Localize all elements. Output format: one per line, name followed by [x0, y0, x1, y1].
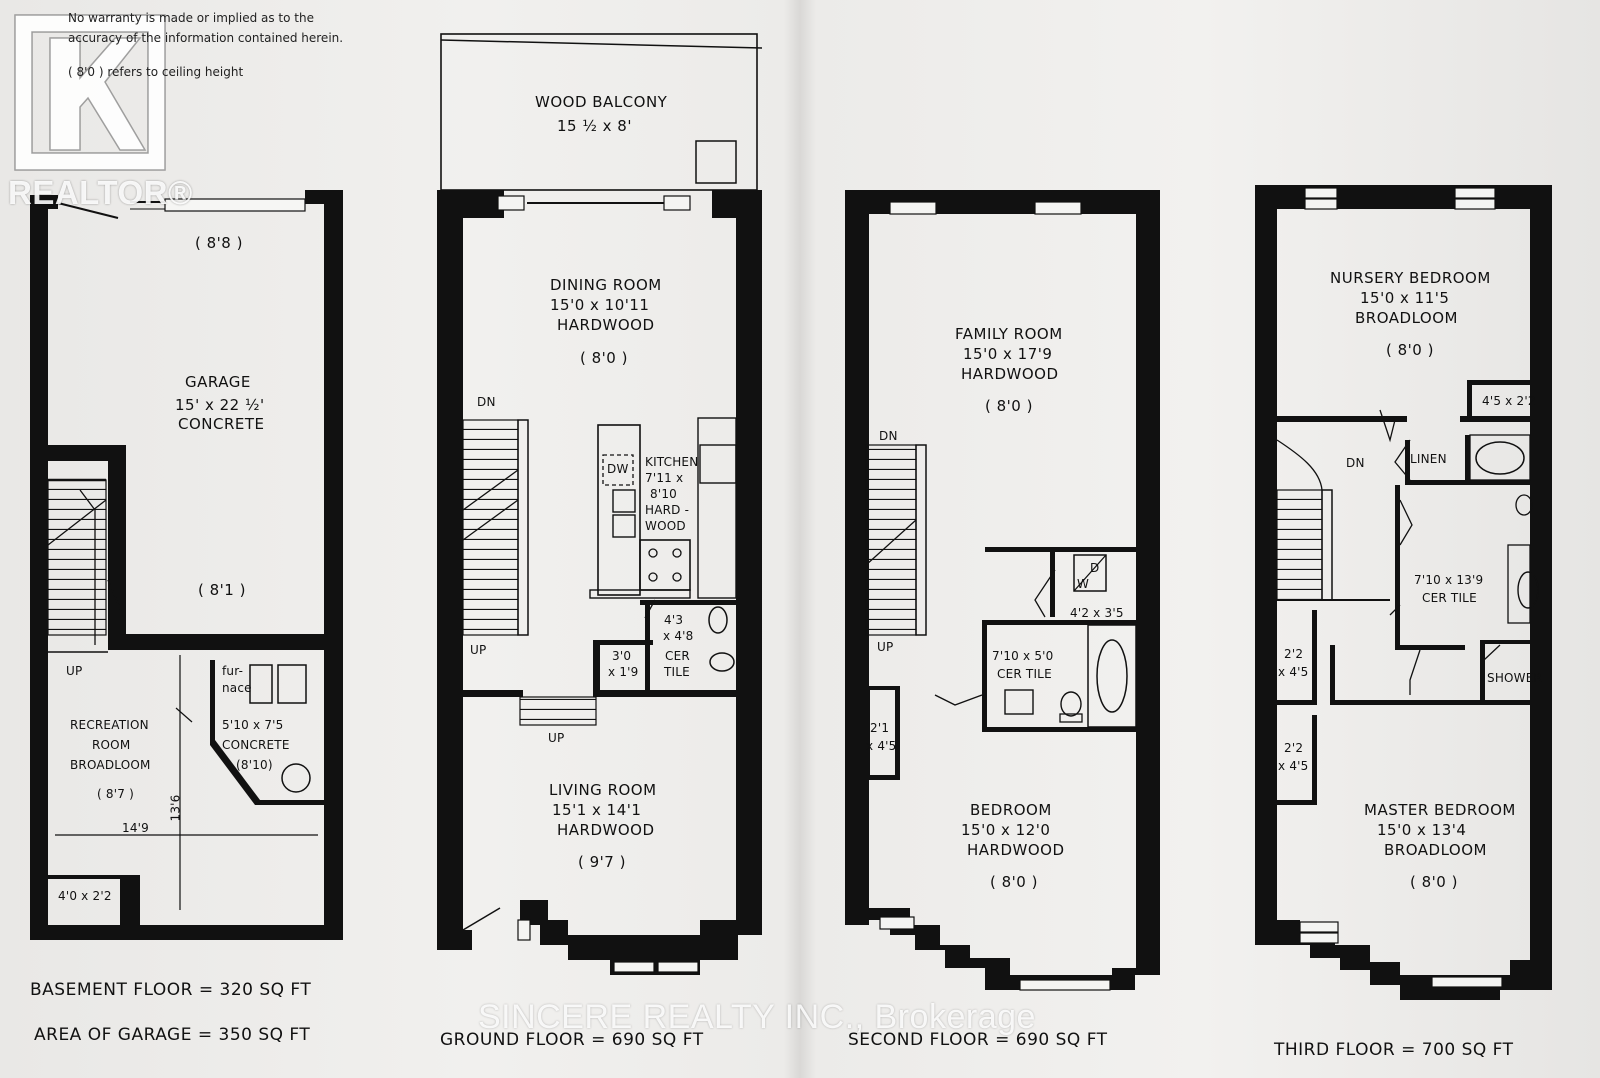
second-closet-size-1: 2'1	[870, 721, 890, 735]
third-floor-area: THIRD FLOOR = 700 SQ FT	[1274, 1040, 1514, 1060]
nursery-ceiling: ( 8'0 )	[1386, 341, 1434, 359]
ground-stairs-up: UP	[470, 643, 487, 657]
furnace-name: fur-	[222, 664, 244, 678]
kitchen-finish-2: WOOD	[645, 519, 686, 533]
powder-finish-2: TILE	[664, 665, 690, 679]
dryer-label: D	[1090, 561, 1100, 575]
dishwasher-label: DW	[607, 462, 629, 476]
furnace-finish: CONCRETE	[222, 738, 290, 752]
garage-area: AREA OF GARAGE = 350 SQ FT	[34, 1025, 311, 1045]
realtor-logo-icon	[14, 14, 166, 171]
third-closet2-size-2: x 4'5	[1278, 665, 1309, 679]
garage-finish: CONCRETE	[178, 415, 265, 433]
ground-floor-area: GROUND FLOOR = 690 SQ FT	[440, 1030, 704, 1050]
second-floor-area: SECOND FLOOR = 690 SQ FT	[848, 1030, 1108, 1050]
third-bath-finish: CER TILE	[1422, 591, 1477, 605]
ceiling-height-note: ( 8'0 ) refers to ceiling height	[68, 65, 244, 79]
rec-room-name: RECREATION	[70, 718, 149, 732]
realtor-logo-text: REALTOR®	[8, 174, 193, 211]
family-name: FAMILY ROOM	[955, 325, 1063, 343]
rec-room-ceiling: ( 8'7 )	[97, 787, 134, 801]
second-bath-finish: CER TILE	[997, 667, 1052, 681]
basement-area: BASEMENT FLOOR = 320 SQ FT	[30, 980, 312, 1000]
master-finish: BROADLOOM	[1384, 841, 1487, 859]
kitchen-size-1: 7'11 x	[645, 471, 684, 485]
powder-size-2: x 4'8	[663, 629, 694, 643]
rec-room-width: 14'9	[122, 821, 150, 835]
third-bath-size: 7'10 x 13'9	[1414, 573, 1484, 587]
bedroom-name: BEDROOM	[970, 801, 1052, 819]
washer-label: W	[1077, 577, 1090, 591]
second-closet-size-2: x 4'5	[866, 739, 897, 753]
basement-plan	[30, 190, 343, 940]
garage-name: GARAGE	[185, 373, 251, 391]
nursery-name: NURSERY BEDROOM	[1330, 269, 1491, 287]
second-stairs-up: UP	[877, 640, 894, 654]
furnace-name2: nace	[222, 681, 252, 695]
master-ceiling: ( 8'0 )	[1410, 873, 1458, 891]
master-size: 15'0 x 13'4	[1377, 821, 1467, 839]
nursery-size: 15'0 x 11'5	[1360, 289, 1450, 307]
powder-size-1: 4'3	[664, 613, 684, 627]
furnace-ceiling: (8'10)	[236, 758, 273, 772]
laundry-size: 4'2 x 3'5	[1070, 606, 1124, 620]
rec-room-length: 13'6	[168, 794, 183, 822]
bedroom-finish: HARDWOOD	[967, 841, 1065, 859]
bedroom-size: 15'0 x 12'0	[961, 821, 1051, 839]
rec-room-finish: BROADLOOM	[70, 758, 151, 772]
third-stairs-dn: DN	[1346, 456, 1365, 470]
ground-closet-size-1: 3'0	[612, 649, 632, 663]
second-stairs-dn: DN	[879, 429, 898, 443]
kitchen-name: KITCHEN	[645, 455, 699, 469]
furnace-size: 5'10 x 7'5	[222, 718, 284, 732]
basement-stairs-up: UP	[66, 664, 83, 678]
warranty-note-line2: accuracy of the information contained he…	[68, 31, 344, 45]
nursery-closet-size: 4'5 x 2'2	[1482, 394, 1536, 408]
linen-label: LINEN	[1410, 452, 1447, 466]
nursery-finish: BROADLOOM	[1355, 309, 1458, 327]
brokerage-watermark: SINCERE REALTY INC., Brokerage	[478, 998, 1036, 1036]
balcony-name: WOOD BALCONY	[535, 93, 668, 111]
third-closet2-size-1: 2'2	[1284, 647, 1304, 661]
warranty-note-line1: No warranty is made or implied as to the	[68, 11, 314, 25]
dining-name: DINING ROOM	[550, 276, 662, 294]
ground-closet-size-2: x 1'9	[608, 665, 639, 679]
second-floor-walls	[845, 190, 1160, 990]
shower-label: SHOWER	[1487, 671, 1543, 685]
living-size: 15'1 x 14'1	[552, 801, 642, 819]
basement-closet-size: 4'0 x 2'2	[58, 889, 112, 903]
living-name: LIVING ROOM	[549, 781, 657, 799]
garage-ceiling-top: ( 8'8 )	[195, 234, 243, 252]
dining-finish: HARDWOOD	[557, 316, 655, 334]
bedroom-ceiling: ( 8'0 )	[990, 873, 1038, 891]
garage-size: 15' x 22 ½'	[175, 396, 265, 414]
ground-floor-walls	[437, 190, 762, 975]
family-finish: HARDWOOD	[961, 365, 1059, 383]
family-ceiling: ( 8'0 )	[985, 397, 1033, 415]
second-bath-size: 7'10 x 5'0	[992, 649, 1054, 663]
balcony-size: 15 ½ x 8'	[557, 117, 632, 135]
garage-ceiling-bottom: ( 8'1 )	[198, 581, 246, 599]
kitchen-finish-1: HARD -	[645, 503, 690, 517]
dining-size: 15'0 x 10'11	[550, 296, 650, 314]
living-ceiling: ( 9'7 )	[578, 853, 626, 871]
family-size: 15'0 x 17'9	[963, 345, 1053, 363]
powder-finish-1: CER	[665, 649, 690, 663]
living-finish: HARDWOOD	[557, 821, 655, 839]
third-closet3-size-2: x 4'5	[1278, 759, 1309, 773]
master-name: MASTER BEDROOM	[1364, 801, 1516, 819]
ground-stairs-dn: DN	[477, 395, 496, 409]
dining-ceiling: ( 8'0 )	[580, 349, 628, 367]
rec-room-name2: ROOM	[92, 738, 131, 752]
third-closet3-size-1: 2'2	[1284, 741, 1304, 755]
entry-stairs-up: UP	[548, 731, 565, 745]
kitchen-size-2: 8'10	[650, 487, 678, 501]
